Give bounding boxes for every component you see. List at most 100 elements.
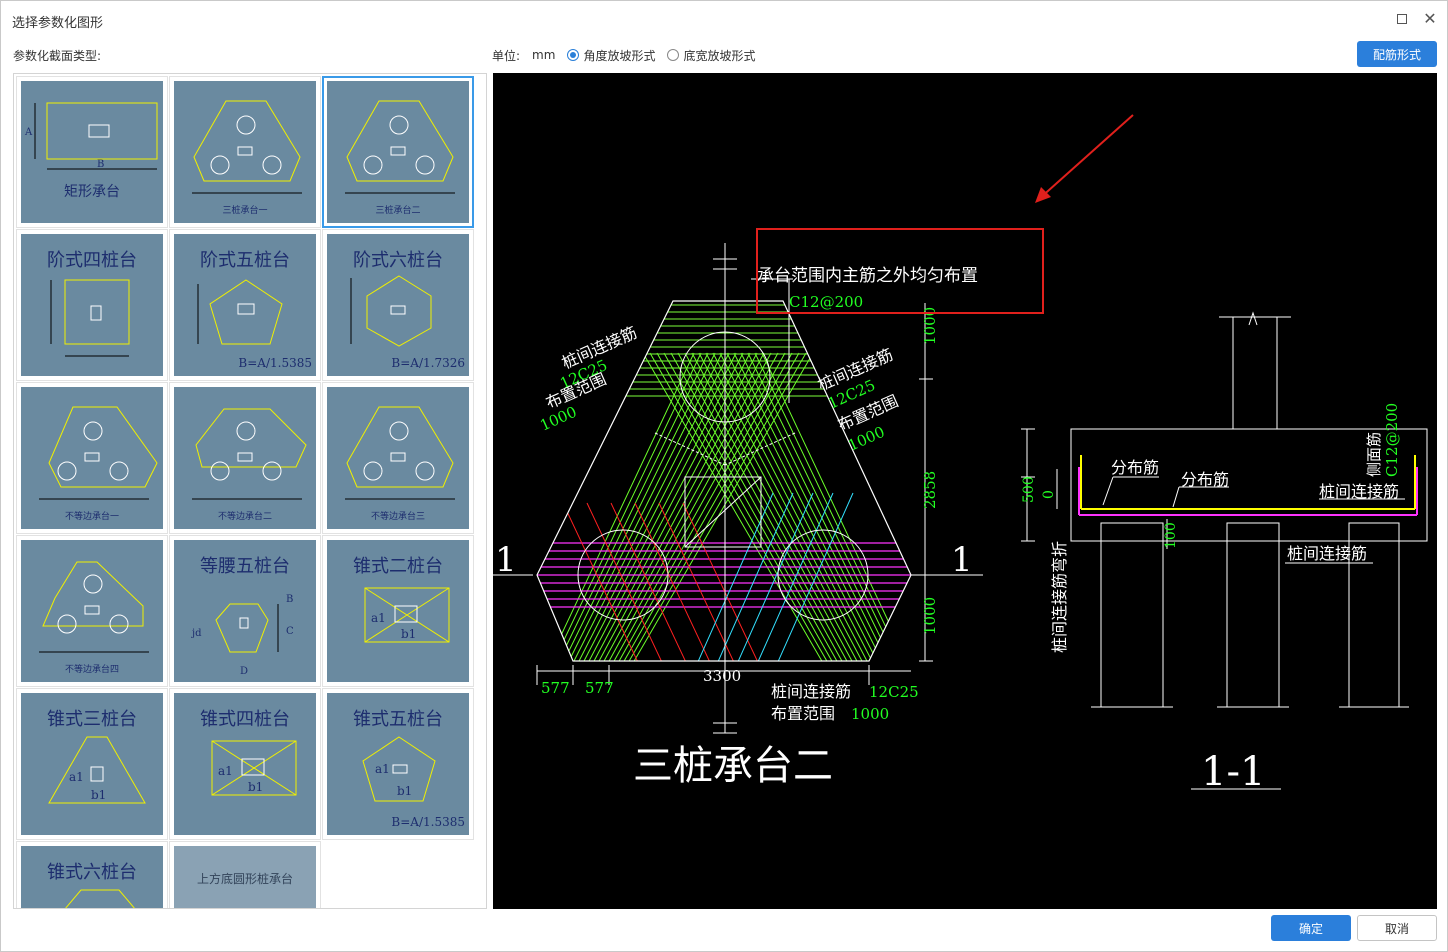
thumbnail-caption: 三桩承台一: [222, 206, 268, 216]
rebar-line: [634, 502, 716, 661]
shape-thumbnail[interactable]: 上方底圆形桩承台: [169, 841, 321, 908]
shape-thumbnail[interactable]: 不等边承台四: [16, 535, 168, 687]
rebar-line: [607, 352, 779, 661]
maximize-button[interactable]: [1392, 9, 1412, 29]
bottom-link-spec: 12C25: [869, 683, 919, 701]
dist-rebar-label-1: 分布筋: [1111, 458, 1159, 477]
shape-thumbnail[interactable]: 三桩承台二: [322, 76, 474, 228]
thumbnail-title: 锥式四桩台: [200, 709, 290, 730]
rebar-line: [692, 492, 774, 661]
thumbnail-preview: 不等边承台四: [21, 540, 163, 682]
thumbnail-drawing: [350, 275, 432, 347]
unit-label: 单位:: [492, 48, 521, 63]
svg-text:jd: jd: [191, 628, 202, 639]
svg-text:a1: a1: [375, 762, 390, 776]
thumbnail-drawing: [174, 846, 316, 908]
radio-angle-label: 角度放坡形式: [583, 48, 656, 63]
rebar-line: [740, 352, 894, 661]
shape-thumbnail[interactable]: 三桩承台一: [169, 76, 321, 228]
radio-width-slope[interactable]: 底宽放坡形式: [667, 47, 755, 64]
rebar-line: [733, 352, 889, 661]
ok-button[interactable]: 确定: [1271, 915, 1351, 941]
dim-577-a: 577: [541, 679, 570, 697]
rebar-line: [557, 352, 709, 661]
rebar-line: [772, 492, 854, 661]
dim-577-b: 577: [585, 679, 614, 697]
link-label-section-bottom: 桩间连接筋: [1287, 544, 1367, 563]
svg-text:a1: a1: [69, 770, 84, 784]
thumbnail-title: 阶式六桩台: [353, 250, 443, 271]
close-icon: ✕: [1423, 9, 1437, 28]
shape-thumbnail[interactable]: 不等边承台二: [169, 382, 321, 534]
plan-title: 三桩承台二: [633, 743, 833, 789]
thumbnail-drawing: [192, 100, 302, 194]
cancel-button[interactable]: 取消: [1357, 915, 1437, 941]
radio-angle-slope[interactable]: 角度放坡形式: [567, 47, 655, 64]
thumbnail-dimension: B=A/1.5385: [391, 815, 465, 829]
rebar-line: [698, 352, 864, 661]
thumbnail-caption: 不等边承台四: [64, 665, 119, 675]
window-title: 选择参数化图形: [12, 16, 104, 31]
thumbnail-title: 锥式二桩台: [353, 556, 443, 577]
thumbnail-caption: 上方底圆形桩承台: [196, 872, 293, 886]
rebar-line: [747, 352, 899, 661]
rebar-line: [547, 352, 695, 661]
rebar-line: [582, 352, 744, 661]
svg-text:D: D: [240, 666, 248, 677]
rebar-line: [597, 352, 765, 661]
thumbnail-preview: 不等边承台三: [327, 387, 469, 529]
thumbnail-caption: 不等边承台三: [370, 512, 425, 522]
toolbar: 单位: mm 角度放坡形式 底宽放坡形式: [492, 45, 761, 65]
section-mark-left: 1: [495, 540, 517, 580]
shape-thumbnail[interactable]: 锥式六桩台: [16, 841, 168, 908]
side-rebar-spec: C12@200: [1383, 403, 1401, 477]
rebar-line: [587, 352, 751, 661]
radio-empty-icon: [667, 49, 680, 61]
rebar-line: [719, 352, 879, 661]
thumbnail-title: 阶式四桩台: [47, 250, 137, 271]
link-bend-label: 桩间连接筋弯折: [1050, 541, 1069, 653]
thumbnail-caption: 三桩承台二: [375, 206, 421, 216]
rebar-line: [649, 352, 829, 661]
link-label-section: 桩间连接筋: [1319, 482, 1399, 501]
close-button[interactable]: ✕: [1420, 9, 1440, 29]
rebar-line: [684, 352, 854, 661]
thumbnail-preview: 锥式六桩台: [21, 846, 163, 908]
thumbnail-preview: 阶式四桩台: [21, 234, 163, 376]
dim-3300: 3300: [703, 667, 741, 685]
thumbnail-preview: 不等边承台二: [174, 387, 316, 529]
svg-text:C: C: [286, 626, 294, 637]
svg-text:A: A: [24, 127, 33, 138]
thumbnail-drawing: [50, 279, 130, 357]
section-type-label: 参数化截面类型:: [13, 49, 102, 63]
dim-100: 100: [1163, 522, 1179, 549]
shape-thumbnail[interactable]: 不等边承台一: [16, 382, 168, 534]
main-rebar-spec: C12@200: [789, 293, 863, 311]
rebar-form-button[interactable]: 配筋形式: [1357, 41, 1437, 67]
section-title: 1-1: [1201, 749, 1265, 795]
thumbnail-caption: 不等边承台一: [64, 512, 119, 522]
thumbnail-drawing: [345, 100, 455, 194]
shape-thumbnail[interactable]: 不等边承台三: [322, 382, 474, 534]
bottom-range-value: 1000: [851, 705, 889, 723]
rebar-line: [622, 352, 800, 661]
rebar-line: [642, 352, 824, 661]
thumbnail-drawing: [192, 408, 307, 500]
dim-bot: 1000: [921, 597, 939, 635]
shape-thumbnail[interactable]: 阶式四桩台: [16, 229, 168, 381]
